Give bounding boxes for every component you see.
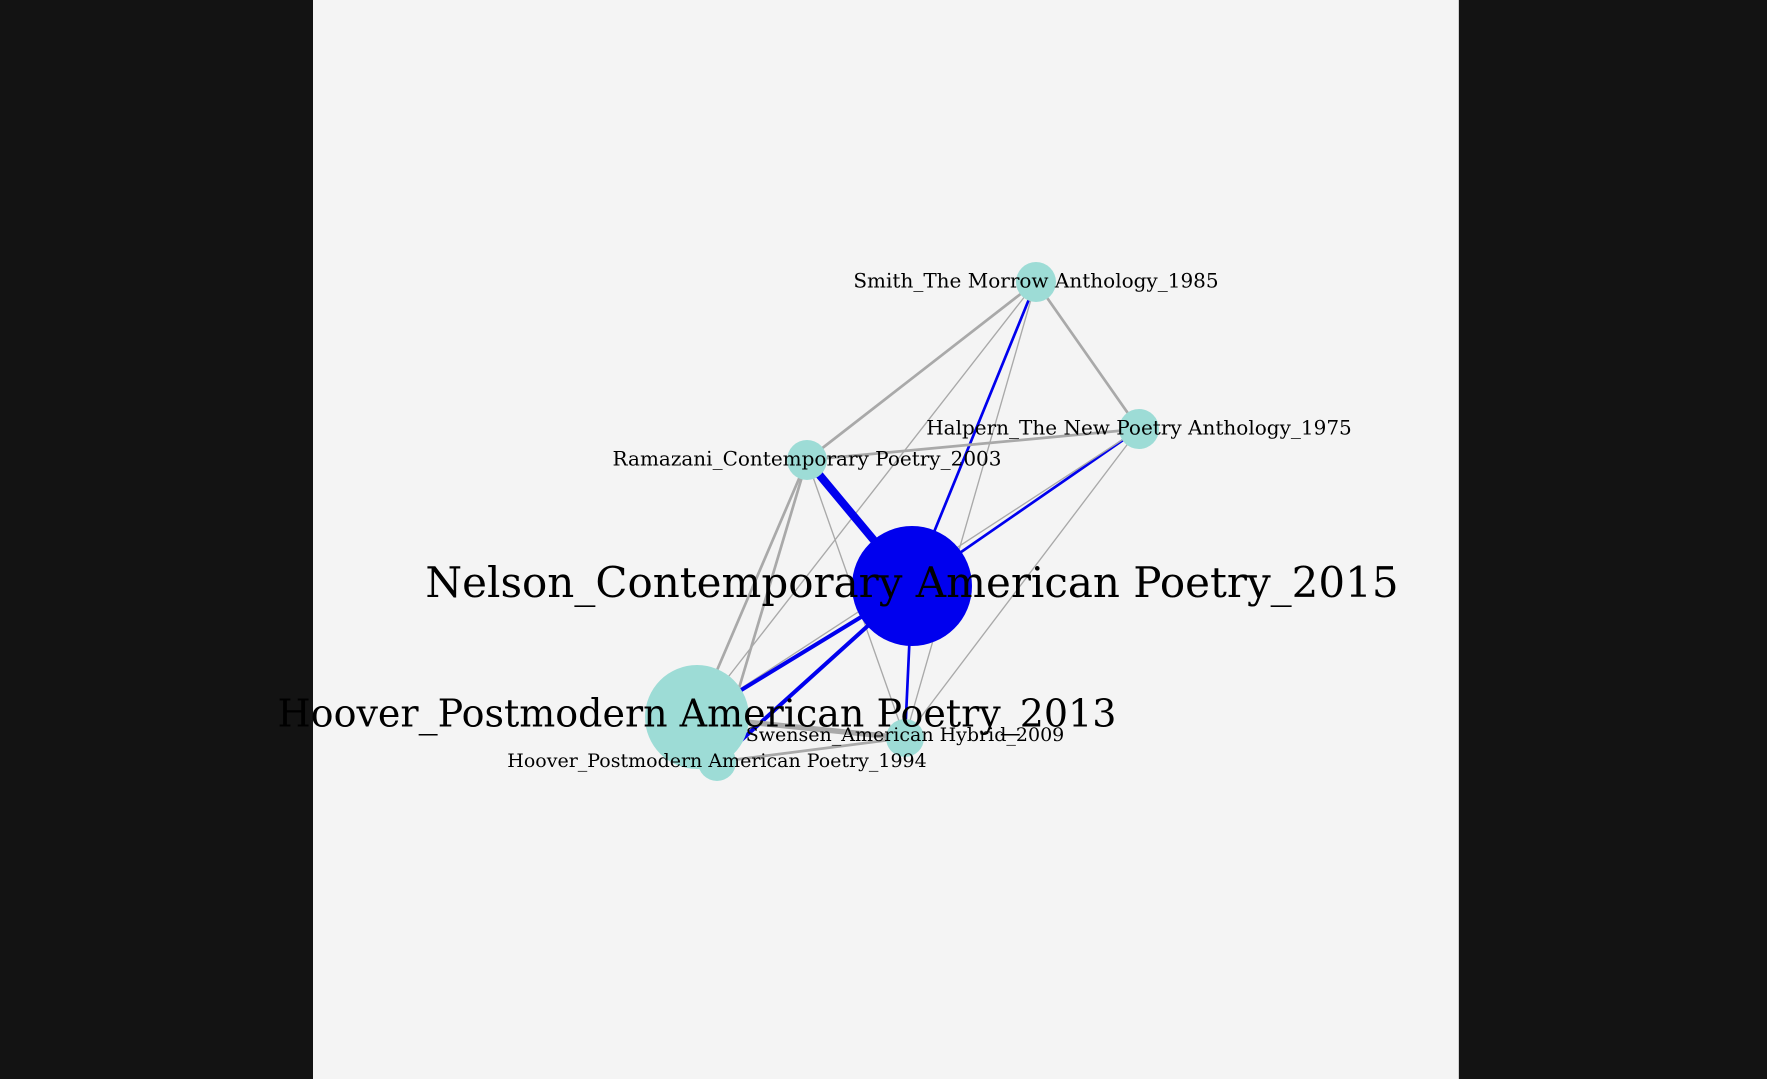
edge-halpern1975-swensen2009[interactable] (904, 428, 1140, 739)
node-label-smith1985: Smith_The Morrow Anthology_1985 (853, 269, 1218, 293)
edge-hoover1994-swensen2009[interactable] (715, 736, 907, 764)
node-hoover1994[interactable] (698, 743, 736, 781)
node-nelson2015[interactable] (852, 526, 972, 646)
node-halpern1975[interactable] (1119, 409, 1159, 449)
node-swensen2009[interactable] (886, 719, 924, 757)
edge-smith1985-hoover2013[interactable] (696, 281, 1037, 718)
node-label-halpern1975: Halpern_The New Poetry Anthology_1975 (926, 416, 1352, 440)
node-label-hoover1994: Hoover_Postmodern American Poetry_1994 (507, 750, 926, 772)
label-layer: Smith_The Morrow Anthology_1985Halpern_T… (278, 269, 1399, 773)
edge-halpern1975-ramazani2003[interactable] (805, 427, 1141, 462)
edge-smith1985-swensen2009[interactable] (904, 281, 1037, 739)
edge-smith1985-ramazani2003[interactable] (805, 280, 1038, 462)
node-label-ramazani2003: Ramazani_Contemporary Poetry_2003 (613, 447, 1002, 471)
node-layer (645, 262, 1159, 781)
node-ramazani2003[interactable] (787, 440, 827, 480)
edge-layer (694, 280, 1141, 765)
node-label-nelson2015: Nelson_Contemporary American Poetry_2015 (425, 558, 1398, 607)
network-graph[interactable]: Smith_The Morrow Anthology_1985Halpern_T… (278, 0, 1458, 1079)
edge-smith1985-halpern1975[interactable] (1034, 280, 1141, 431)
node-label-swensen2009: Swensen_American Hybrid_2009 (746, 724, 1065, 746)
node-smith1985[interactable] (1016, 262, 1056, 302)
node-hoover2013[interactable] (645, 665, 749, 769)
node-label-hoover2013: Hoover_Postmodern American Poetry_2013 (278, 692, 1117, 737)
